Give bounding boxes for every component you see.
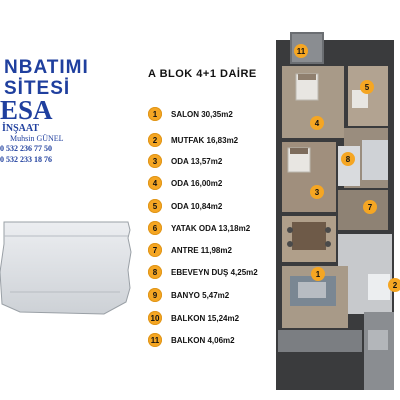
floor-plan-image xyxy=(276,32,394,390)
room-number-badge: 1 xyxy=(148,107,162,121)
room-number-badge: 7 xyxy=(148,243,162,257)
room-label: BALKON 4,06m2 xyxy=(171,335,235,345)
room-legend-item: 1 SALON 30,35m2 xyxy=(148,106,233,122)
room-number-badge: 8 xyxy=(148,265,162,279)
room-label: YATAK ODA 13,18m2 xyxy=(171,223,251,233)
room-number-badge: 3 xyxy=(148,154,162,168)
room-legend-item: 2 MUTFAK 16,83m2 xyxy=(148,132,238,148)
room-legend-item: 11 BALKON 4,06m2 xyxy=(148,332,235,348)
room-legend-item: 6 YATAK ODA 13,18m2 xyxy=(148,220,250,236)
room-label: ODA 16,00m2 xyxy=(171,178,223,188)
company-logo-subtext: İNŞAAT xyxy=(2,123,40,134)
company-logo-text: ESA xyxy=(0,95,53,125)
room-number-badge: 6 xyxy=(148,221,162,235)
floorplan-marker: 4 xyxy=(310,116,324,130)
floorplan-marker: 7 xyxy=(363,200,377,214)
floorplan-marker: 2 xyxy=(388,278,400,292)
room-legend-item: 3 ODA 13,57m2 xyxy=(148,153,222,169)
floorplan-marker: 3 xyxy=(310,185,324,199)
site-name-line2: SİTESİ xyxy=(4,78,71,99)
room-number-badge: 10 xyxy=(148,311,162,325)
room-number-badge: 11 xyxy=(148,333,162,347)
room-legend-item: 5 ODA 10,84m2 xyxy=(148,198,222,214)
floorplan-marker: 5 xyxy=(360,80,374,94)
site-name-line1: NBATIMI xyxy=(4,57,89,78)
phone-2: 0 532 233 18 76 xyxy=(0,155,52,164)
floorplan-marker: 11 xyxy=(294,44,308,58)
room-label: BANYO 5,47m2 xyxy=(171,290,230,300)
contact-name: Muhsin GÜNEL xyxy=(10,134,64,143)
room-number-badge: 4 xyxy=(148,176,162,190)
floorplan-marker: 1 xyxy=(311,267,325,281)
room-number-badge: 9 xyxy=(148,288,162,302)
room-number-badge: 5 xyxy=(148,199,162,213)
room-label: ODA 10,84m2 xyxy=(171,201,223,211)
room-legend-item: 10 BALKON 15,24m2 xyxy=(148,310,239,326)
room-label: SALON 30,35m2 xyxy=(171,109,233,119)
room-legend-item: 4 ODA 16,00m2 xyxy=(148,175,222,191)
room-label: ANTRE 11,98m2 xyxy=(171,245,232,255)
room-label: EBEVEYN DUŞ 4,25m2 xyxy=(171,267,258,277)
room-number-badge: 2 xyxy=(148,133,162,147)
floorplan-marker: 8 xyxy=(341,152,355,166)
room-label: BALKON 15,24m2 xyxy=(171,313,240,323)
room-label: ODA 13,57m2 xyxy=(171,156,223,166)
phone-1: 0 532 236 77 50 xyxy=(0,144,52,153)
room-label: MUTFAK 16,83m2 xyxy=(171,135,239,145)
room-legend-item: 7 ANTRE 11,98m2 xyxy=(148,242,232,258)
room-legend-item: 9 BANYO 5,47m2 xyxy=(148,287,229,303)
site-key-plan xyxy=(0,221,132,315)
plan-title: A BLOK 4+1 DAİRE xyxy=(148,68,257,80)
room-legend-item: 8 EBEVEYN DUŞ 4,25m2 xyxy=(148,264,258,280)
